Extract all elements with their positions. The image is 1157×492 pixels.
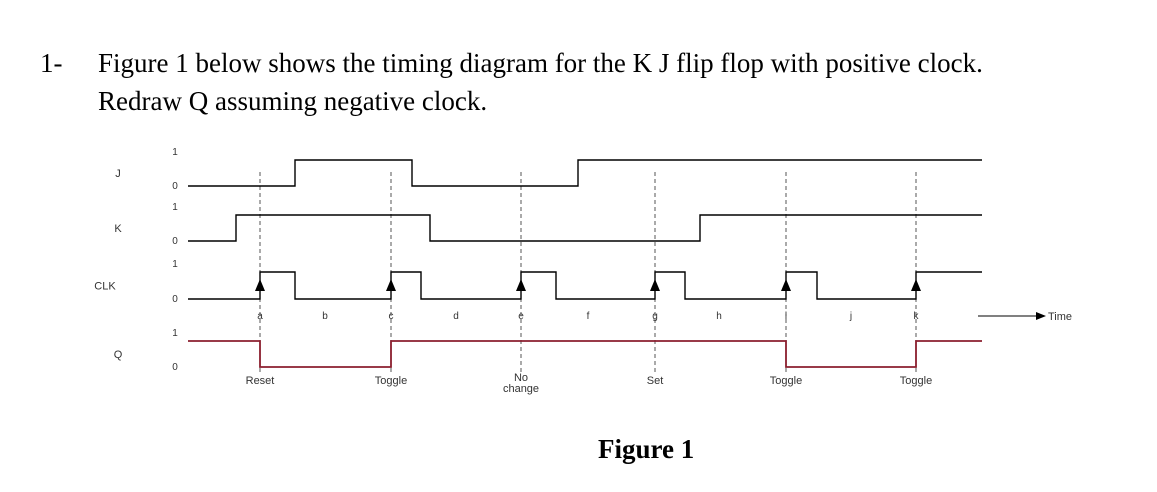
event-label: Reset (246, 375, 275, 387)
event-label: No (514, 372, 528, 384)
mid-letter: f (587, 311, 590, 322)
level-high-q: 1 (172, 328, 178, 339)
rising-edge-arrow (781, 279, 791, 291)
level-high-k: 1 (172, 202, 178, 213)
event-label: Set (647, 375, 664, 387)
mid-letter: h (716, 311, 722, 322)
event-label: Toggle (375, 375, 407, 387)
question-line-1: Figure 1 below shows the timing diagram … (98, 48, 983, 78)
event-label: Toggle (900, 375, 932, 387)
time-arrow-head (1036, 312, 1046, 320)
signal-name-k: K (114, 223, 122, 235)
mid-letter: b (322, 311, 328, 322)
level-low-clk: 0 (172, 294, 178, 305)
level-low-q: 0 (172, 362, 178, 373)
mid-letter: j (849, 311, 852, 322)
edge-letter: e (518, 311, 524, 322)
edge-letter: a (257, 311, 263, 322)
rising-edge-arrow (650, 279, 660, 291)
level-low-j: 0 (172, 181, 178, 192)
edge-letter: g (652, 311, 658, 322)
level-high-clk: 1 (172, 259, 178, 270)
edge-letter: i (785, 311, 787, 322)
figure-caption: Figure 1 (598, 434, 695, 464)
signal-name-j: J (115, 168, 121, 180)
level-high-j: 1 (172, 147, 178, 158)
event-label: Toggle (770, 375, 802, 387)
j-waveform (188, 159, 982, 187)
rising-edge-arrow (386, 279, 396, 291)
rising-edge-arrow (255, 279, 265, 291)
question-line-2: Redraw Q assuming negative clock. (98, 86, 488, 116)
level-low-k: 0 (172, 236, 178, 247)
signal-name-clk: CLK (94, 281, 116, 293)
q-waveform (188, 340, 982, 368)
event-label: change (503, 383, 539, 395)
time-label: Time (1048, 311, 1072, 323)
k-waveform (188, 214, 982, 242)
question-number: 1- (40, 48, 63, 78)
signal-name-q: Q (114, 349, 123, 361)
clk-waveform (188, 271, 982, 300)
edge-letter: c (389, 311, 394, 322)
rising-edge-arrow (911, 279, 921, 291)
mid-letter: d (453, 311, 459, 322)
rising-edge-arrow (516, 279, 526, 291)
edge-letter: k (914, 311, 920, 322)
